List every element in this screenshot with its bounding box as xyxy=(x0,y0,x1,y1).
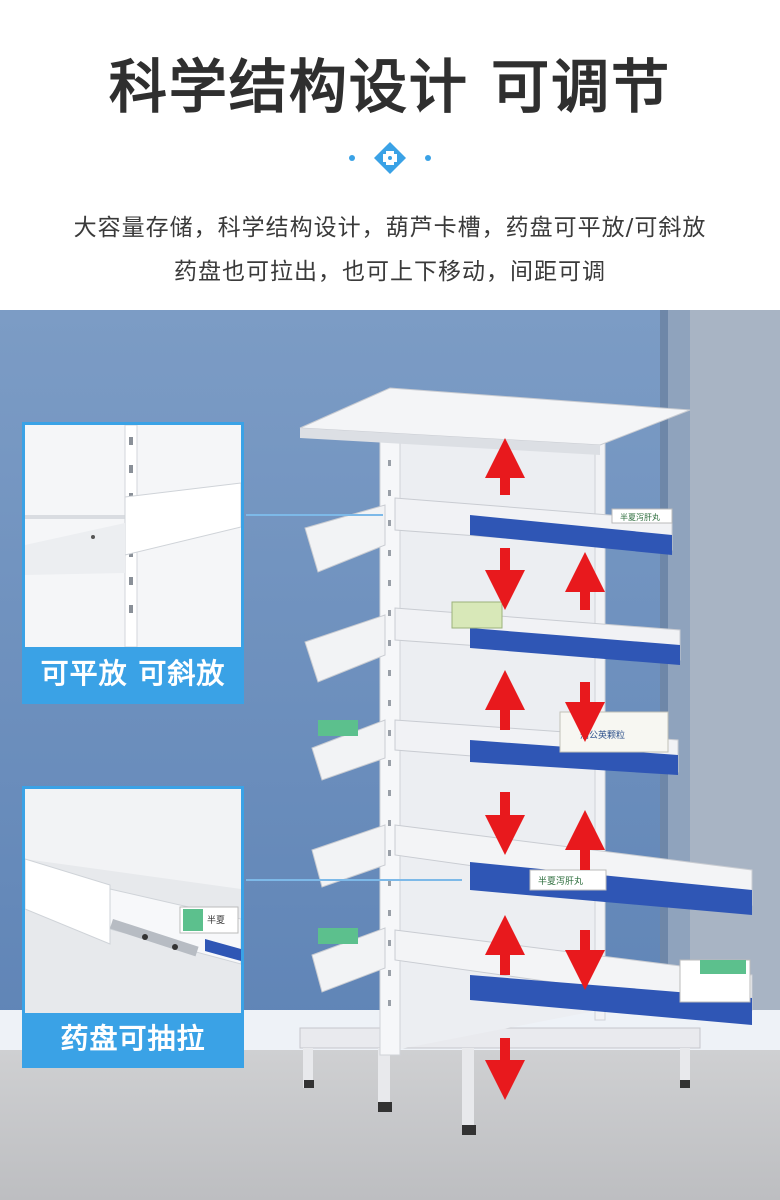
inset-flat-tilt: 可平放 可斜放 xyxy=(22,422,244,704)
inset-photo-bracket xyxy=(25,425,241,647)
tray-1: 半夏泻肝丸 xyxy=(394,497,673,555)
header: 科学结构设计 可调节 大容量存储，科学结构设计，葫芦卡槽，药盘可平放/可斜放 药… xyxy=(0,0,780,310)
tray-2 xyxy=(394,601,681,665)
inset-label-drawer-slide: 药盘可抽拉 xyxy=(25,1013,241,1065)
product-label: 半夏泻肝丸 xyxy=(538,875,583,887)
description-line-2: 药盘也可拉出，也可上下移动，间距可调 xyxy=(174,259,606,285)
tray-4: 半夏泻肝丸 xyxy=(394,824,753,915)
product-label: 半夏 xyxy=(207,914,225,926)
inset-label-flat-tilt: 可平放 可斜放 xyxy=(25,647,241,701)
product-label: 蒲公英颗粒 xyxy=(580,729,625,741)
medical-cross-diamond-icon xyxy=(349,142,431,174)
shelf-leg xyxy=(303,1048,313,1088)
adjust-arrows xyxy=(485,438,605,1100)
left-side-trays xyxy=(304,504,386,993)
inset-photo-drawer-slide: 半夏 xyxy=(25,789,241,1013)
inset-drawer-slide: 半夏 药盘可抽拉 xyxy=(22,786,244,1068)
product-label: 半夏泻肝丸 xyxy=(620,512,660,522)
description-line-1: 大容量存储，科学结构设计，葫芦卡槽，药盘可平放/可斜放 xyxy=(73,215,707,241)
page-title: 科学结构设计 可调节 xyxy=(108,53,672,121)
